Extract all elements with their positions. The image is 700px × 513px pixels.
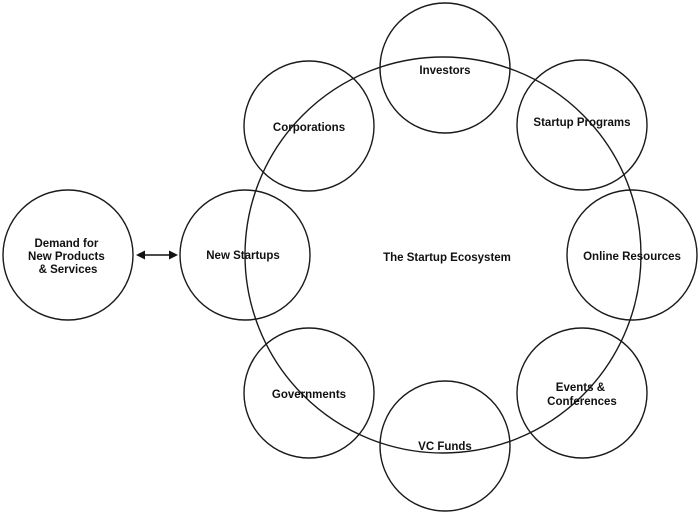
node-circle xyxy=(243,327,375,459)
node-corporations: Corporations xyxy=(243,60,375,192)
node-governments: Governments xyxy=(243,327,375,459)
node-circle xyxy=(379,380,511,512)
node-online-resources: Online Resources xyxy=(566,189,698,321)
node-label: Governments xyxy=(272,389,346,401)
node-startup-programs: Startup Programs xyxy=(516,59,648,191)
node-label: Investors xyxy=(419,65,470,77)
node-label: Startup Programs xyxy=(533,117,630,129)
node-circle xyxy=(516,327,648,459)
arrow-head-right xyxy=(169,250,178,260)
node-vc-funds: VC Funds xyxy=(379,380,511,512)
node-circle xyxy=(516,59,648,191)
ecosystem-ring xyxy=(244,56,642,454)
node-label: VC Funds xyxy=(418,441,472,453)
node-circle xyxy=(243,60,375,192)
node-investors: Investors xyxy=(379,2,511,134)
demand-circle xyxy=(2,189,134,321)
node-events-conferences: Events & Conferences xyxy=(516,327,648,459)
arrow-head-left xyxy=(136,250,145,260)
node-label: Events & Conferences xyxy=(547,382,617,408)
node-circle xyxy=(566,189,698,321)
node-circle xyxy=(379,2,511,134)
center-label: The Startup Ecosystem xyxy=(383,252,511,264)
double-arrow-connector xyxy=(136,250,178,260)
node-label: New Startups xyxy=(206,250,280,262)
node-demand: Demand for New Products & Services xyxy=(2,189,134,321)
node-circle xyxy=(179,189,311,321)
node-label: Online Resources xyxy=(583,251,681,263)
node-new-startups: New Startups xyxy=(179,189,311,321)
node-label: Corporations xyxy=(273,122,345,134)
demand-label: Demand for New Products & Services xyxy=(28,238,108,276)
